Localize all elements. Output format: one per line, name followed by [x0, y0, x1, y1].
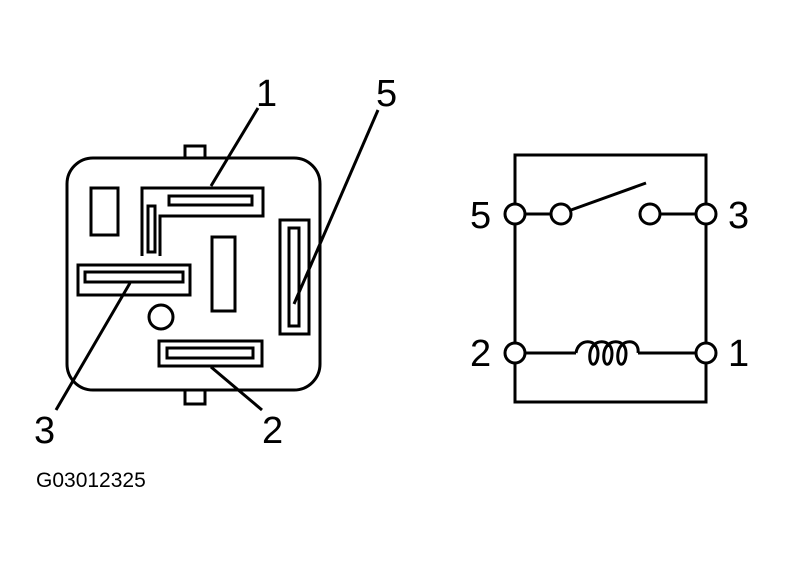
- relay-connector-view: [54, 107, 380, 412]
- terminal-3-outline: [76, 263, 192, 297]
- connector-label-5: 5: [376, 73, 397, 115]
- leader-line-2: [210, 365, 263, 412]
- switch-arm: [570, 181, 647, 212]
- terminal-2-blade: [165, 346, 255, 360]
- terminal-5-node: [503, 202, 527, 226]
- terminal-2-node: [503, 341, 527, 365]
- terminal-3-blade: [83, 270, 185, 284]
- terminal-5-outline: [278, 218, 311, 336]
- terminal-5-blade: [287, 226, 301, 328]
- terminal-1-blade: [167, 194, 254, 207]
- terminal-3-node: [694, 202, 718, 226]
- coil-symbol: [574, 340, 640, 366]
- schematic-label-2: 2: [470, 333, 491, 375]
- center-slot: [210, 235, 237, 313]
- leader-line-3: [54, 282, 132, 411]
- leader-line-1: [209, 107, 260, 187]
- figure-id: G03012325: [36, 469, 146, 492]
- vertical-blade: [146, 204, 157, 254]
- alignment-hole: [147, 303, 175, 331]
- terminal-2-outline: [157, 339, 264, 368]
- terminal-1-outline: [140, 186, 265, 256]
- relay-housing: [65, 156, 322, 392]
- schematic-label-3: 3: [728, 195, 749, 237]
- connector-label-1: 1: [256, 73, 277, 115]
- schematic-label-1: 1: [728, 333, 749, 375]
- connector-label-2: 2: [262, 410, 283, 452]
- schematic-box: [513, 153, 708, 404]
- relay-schematic: [503, 153, 718, 404]
- switch-contact-left: [549, 202, 573, 226]
- schematic-label-5: 5: [470, 195, 491, 237]
- connector-label-3: 3: [34, 410, 55, 452]
- leader-line-5: [292, 109, 380, 305]
- terminal-1-node: [694, 341, 718, 365]
- switch-contact-right: [638, 202, 662, 226]
- small-slot: [89, 186, 120, 237]
